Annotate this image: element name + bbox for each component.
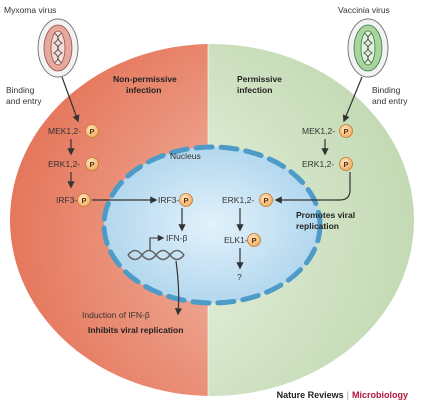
nuclear-erk-phospho: P	[259, 193, 273, 207]
nucleus-envelope	[101, 144, 323, 306]
left-erk-label: ERK1,2-	[48, 159, 80, 169]
left-irf3-label: IRF3-	[56, 195, 77, 205]
ifn-induction-arrow	[174, 260, 183, 316]
right-erk-label: ERK1,2-	[302, 159, 334, 169]
right-mek-phospho: P	[339, 124, 353, 138]
right-binding-label-line1: Binding	[372, 85, 401, 95]
promotes-replication-line2: replication	[296, 221, 339, 231]
elk1-phospho: P	[247, 233, 261, 247]
footer-credit: Nature Reviews|Microbiology	[277, 390, 408, 400]
svg-text:P: P	[184, 196, 189, 205]
vaccinia-virus-label: Vaccinia virus	[338, 5, 390, 15]
unknown-target-label: ?	[237, 272, 242, 282]
ifn-beta-label: IFN-β	[166, 233, 188, 243]
left-irf3-phospho: P	[77, 193, 91, 207]
right-mek-label: MEK1,2-	[302, 126, 335, 136]
svg-text:P: P	[344, 160, 349, 169]
left-binding-label-line2: and entry	[6, 96, 42, 106]
svg-text:P: P	[90, 160, 95, 169]
induction-label: Induction of IFN-β	[82, 310, 150, 320]
svg-text:P: P	[90, 127, 95, 136]
nuclear-irf3-label: IRF3-	[158, 195, 179, 205]
dna-helix-icon	[127, 249, 185, 261]
inhibits-replication-label: Inhibits viral replication	[88, 325, 183, 335]
myxoma-virus-label: Myxoma virus	[4, 5, 56, 15]
journal-name: Microbiology	[352, 390, 408, 400]
left-binding-label-line1: Binding	[6, 85, 35, 95]
left-mek-phospho: P	[85, 124, 99, 138]
svg-text:P: P	[252, 236, 257, 245]
left-erk-phospho: P	[85, 157, 99, 171]
footer-separator: |	[346, 390, 349, 400]
left-entry-arrow	[61, 76, 80, 123]
svg-text:P: P	[82, 196, 87, 205]
ifn-promoter-arrow	[149, 234, 165, 251]
nuclear-erk-label: ERK1,2-	[222, 195, 254, 205]
permissive-label-line2: infection	[237, 85, 272, 95]
publisher-name: Nature Reviews	[276, 390, 344, 400]
non-permissive-label-line2: infection	[126, 85, 161, 95]
svg-text:P: P	[264, 196, 269, 205]
erk-translocation-arrow	[274, 172, 351, 204]
right-erk-phospho: P	[339, 157, 353, 171]
svg-text:P: P	[344, 127, 349, 136]
nucleus: Nucleus	[101, 144, 323, 306]
right-entry-arrow	[342, 76, 363, 123]
promotes-replication-line1: Promotes viral	[296, 210, 355, 220]
vaccinia-virus-icon	[347, 18, 389, 78]
elk1-label: ELK1-	[224, 235, 248, 245]
left-mek-label: MEK1,2-	[48, 126, 81, 136]
myxoma-virus-icon	[37, 18, 79, 78]
nucleus-body	[104, 147, 320, 303]
right-binding-label-line2: and entry	[372, 96, 408, 106]
nucleus-label: Nucleus	[170, 151, 201, 161]
permissive-label-line1: Permissive	[237, 74, 282, 84]
non-permissive-label-line1: Non-permissive	[113, 74, 177, 84]
nuclear-irf3-phospho: P	[179, 193, 193, 207]
